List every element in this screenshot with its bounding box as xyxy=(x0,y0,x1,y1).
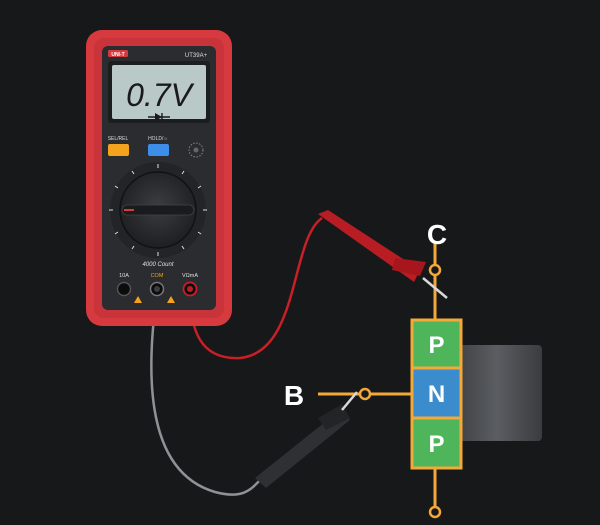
multimeter: UNI-T UT39A+ 0.7V SEL/REL HOLD/☼ xyxy=(86,30,232,326)
layer-p-bottom xyxy=(410,416,463,470)
layer-label-p-bottom: P xyxy=(428,431,444,458)
collector-terminal-ring xyxy=(428,263,442,277)
brand-logo xyxy=(108,50,128,57)
brand-label: UNI-T xyxy=(111,52,124,58)
warning-icon xyxy=(134,296,142,303)
black-probe[interactable] xyxy=(255,391,358,488)
diode-symbol-icon xyxy=(148,113,170,121)
sel-rel-button[interactable] xyxy=(108,144,129,156)
base-terminal-ring xyxy=(358,387,372,401)
red-lead-wire xyxy=(188,216,323,360)
emitter-terminal-ring xyxy=(428,505,442,519)
ncv-sensor-icon xyxy=(188,142,204,158)
jack-10a[interactable] xyxy=(116,281,132,297)
count-label: 4000 Count xyxy=(142,262,173,268)
terminal-label-c: C xyxy=(427,219,447,250)
layer-label-p-top: P xyxy=(428,332,444,359)
black-lead-wire xyxy=(150,291,263,496)
sel-rel-label: SEL/REL xyxy=(108,136,129,142)
lcd-reading: 0.7V xyxy=(126,77,194,113)
jack-label-com: COM xyxy=(151,273,164,279)
warning-icon xyxy=(167,296,175,303)
hold-label: HOLD/☼ xyxy=(148,136,168,142)
layer-n-middle xyxy=(410,366,463,420)
lcd-screen xyxy=(112,65,206,119)
layer-p-top xyxy=(410,318,463,370)
dial-pointer xyxy=(121,204,195,216)
jack-label-10a: 10A xyxy=(119,273,129,279)
transistor-heatsink xyxy=(452,345,542,441)
layer-label-n: N xyxy=(428,381,445,408)
dial-ticks xyxy=(109,164,207,256)
red-probe[interactable] xyxy=(318,210,448,299)
jack-label-vohm: VΩmA xyxy=(182,273,198,279)
model-label: UT39A+ xyxy=(185,53,208,59)
hold-button[interactable] xyxy=(148,144,169,156)
terminal-label-b: B xyxy=(284,380,304,411)
